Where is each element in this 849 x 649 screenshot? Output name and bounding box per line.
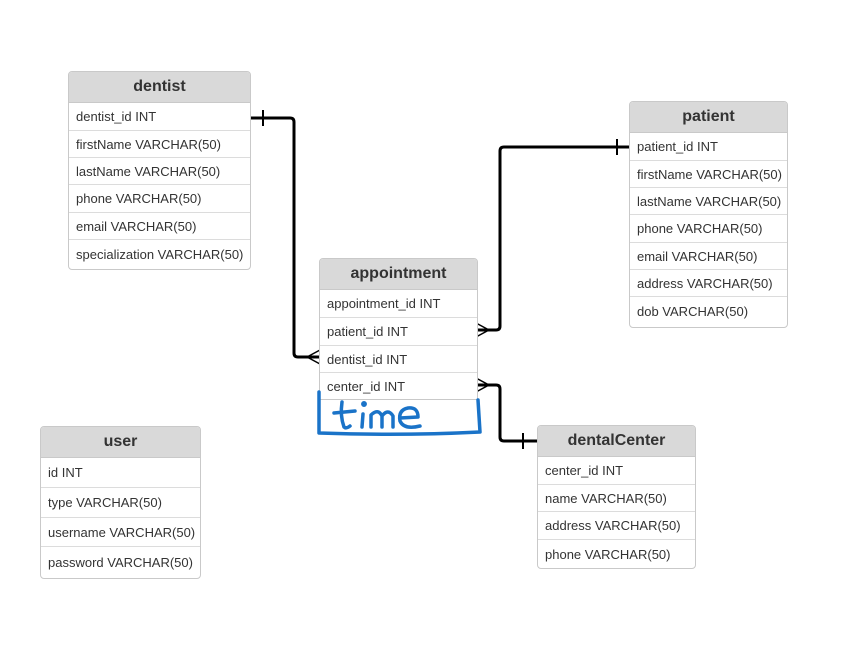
field-dentalcenter-center-id: center_id INT: [538, 457, 695, 485]
field-patient-phone: phone VARCHAR(50): [630, 215, 787, 243]
field-dentalcenter-name: name VARCHAR(50): [538, 485, 695, 512]
field-dentalcenter-address: address VARCHAR(50): [538, 512, 695, 540]
field-appointment-patient-id: patient_id INT: [320, 318, 477, 346]
field-user-username: username VARCHAR(50): [41, 518, 200, 547]
edge-dentist-appointment[interactable]: [250, 110, 321, 365]
field-patient-dob: dob VARCHAR(50): [637, 303, 749, 319]
entity-appointment[interactable]: appointment appointment_id INT patient_i…: [319, 258, 478, 400]
field-appointment-center-id: center_id INT: [320, 373, 477, 399]
field-dentist-specialization: specialization VARCHAR(50): [76, 246, 244, 262]
field-dentalcenter-phone: phone VARCHAR(50): [545, 546, 671, 562]
entity-title-dentist: dentist: [69, 72, 250, 103]
edge-patient-appointment[interactable]: [475, 139, 630, 338]
entity-title-patient: patient: [630, 102, 787, 133]
field-dentist-phone: phone VARCHAR(50): [69, 185, 250, 213]
field-patient-firstname: firstName VARCHAR(50): [630, 161, 787, 188]
field-user-password: password VARCHAR(50): [48, 555, 193, 570]
entity-title-dentalcenter: dentalCenter: [538, 426, 695, 457]
entity-dentalcenter[interactable]: dentalCenter center_id INT name VARCHAR(…: [537, 425, 696, 569]
field-appointment-dentist-id: dentist_id INT: [320, 346, 477, 373]
handwritten-time-annotation: time: [317, 390, 482, 437]
field-dentist-lastname: lastName VARCHAR(50): [69, 158, 250, 185]
edge-dentalcenter-appointment[interactable]: [475, 377, 538, 449]
entity-title-user: user: [41, 427, 200, 458]
entity-user[interactable]: user id INT type VARCHAR(50) username VA…: [40, 426, 201, 579]
field-patient-email: email VARCHAR(50): [630, 243, 787, 270]
field-dentist-id: dentist_id INT: [69, 103, 250, 131]
field-appointment-id: appointment_id INT: [320, 290, 477, 318]
entity-title-appointment: appointment: [320, 259, 477, 290]
field-dentist-email: email VARCHAR(50): [69, 213, 250, 240]
field-patient-id: patient_id INT: [630, 133, 787, 161]
entity-dentist[interactable]: dentist dentist_id INT firstName VARCHAR…: [68, 71, 251, 270]
field-user-type: type VARCHAR(50): [41, 488, 200, 518]
field-patient-address: address VARCHAR(50): [630, 270, 787, 297]
entity-patient[interactable]: patient patient_id INT firstName VARCHAR…: [629, 101, 788, 328]
field-user-id: id INT: [41, 458, 200, 488]
field-patient-lastname: lastName VARCHAR(50): [630, 188, 787, 215]
field-dentist-firstname: firstName VARCHAR(50): [69, 131, 250, 158]
